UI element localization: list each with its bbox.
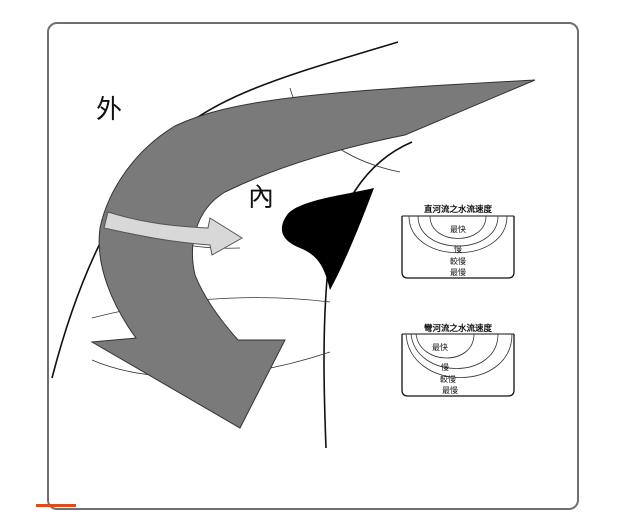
curved-level-3: 最慢 [442, 385, 458, 395]
cross-flow-arrow [103, 211, 243, 256]
straight-channel-outline [401, 216, 515, 279]
outer-label: 外 [96, 95, 122, 125]
straight-level-3: 最慢 [450, 267, 466, 277]
curved-level-2: 較慢 [440, 374, 456, 384]
straight-contour-3 [429, 215, 487, 239]
straight-channel-title: 直河流之水流速度 [424, 204, 493, 215]
straight-level-1: 慢 [454, 244, 462, 254]
curved-level-1: 慢 [441, 362, 449, 372]
inner-bank-deposit [281, 188, 374, 290]
curved-channel-title: 彎河流之水流速度 [424, 323, 493, 334]
curved-contour-3 [415, 333, 475, 359]
curved-channel-section: 彎河流之水流速度 最快 慢 較慢 最慢 [401, 323, 515, 397]
curved-contour-2 [410, 333, 499, 369]
straight-channel-section: 直河流之水流速度 最快 慢 較慢 最慢 [401, 204, 515, 279]
straight-level-0: 最快 [450, 224, 466, 234]
curved-level-0: 最快 [432, 342, 448, 352]
inner-bank-line [323, 141, 413, 449]
straight-contour-2 [417, 215, 499, 247]
inner-label: 內 [248, 183, 274, 213]
curved-contour-1 [405, 333, 513, 378]
straight-contour-1 [408, 215, 508, 254]
curved-channel-outline [401, 334, 515, 397]
main-flow-arrow [90, 79, 536, 429]
accent-bar [36, 504, 76, 507]
straight-level-2: 較慢 [450, 256, 466, 266]
